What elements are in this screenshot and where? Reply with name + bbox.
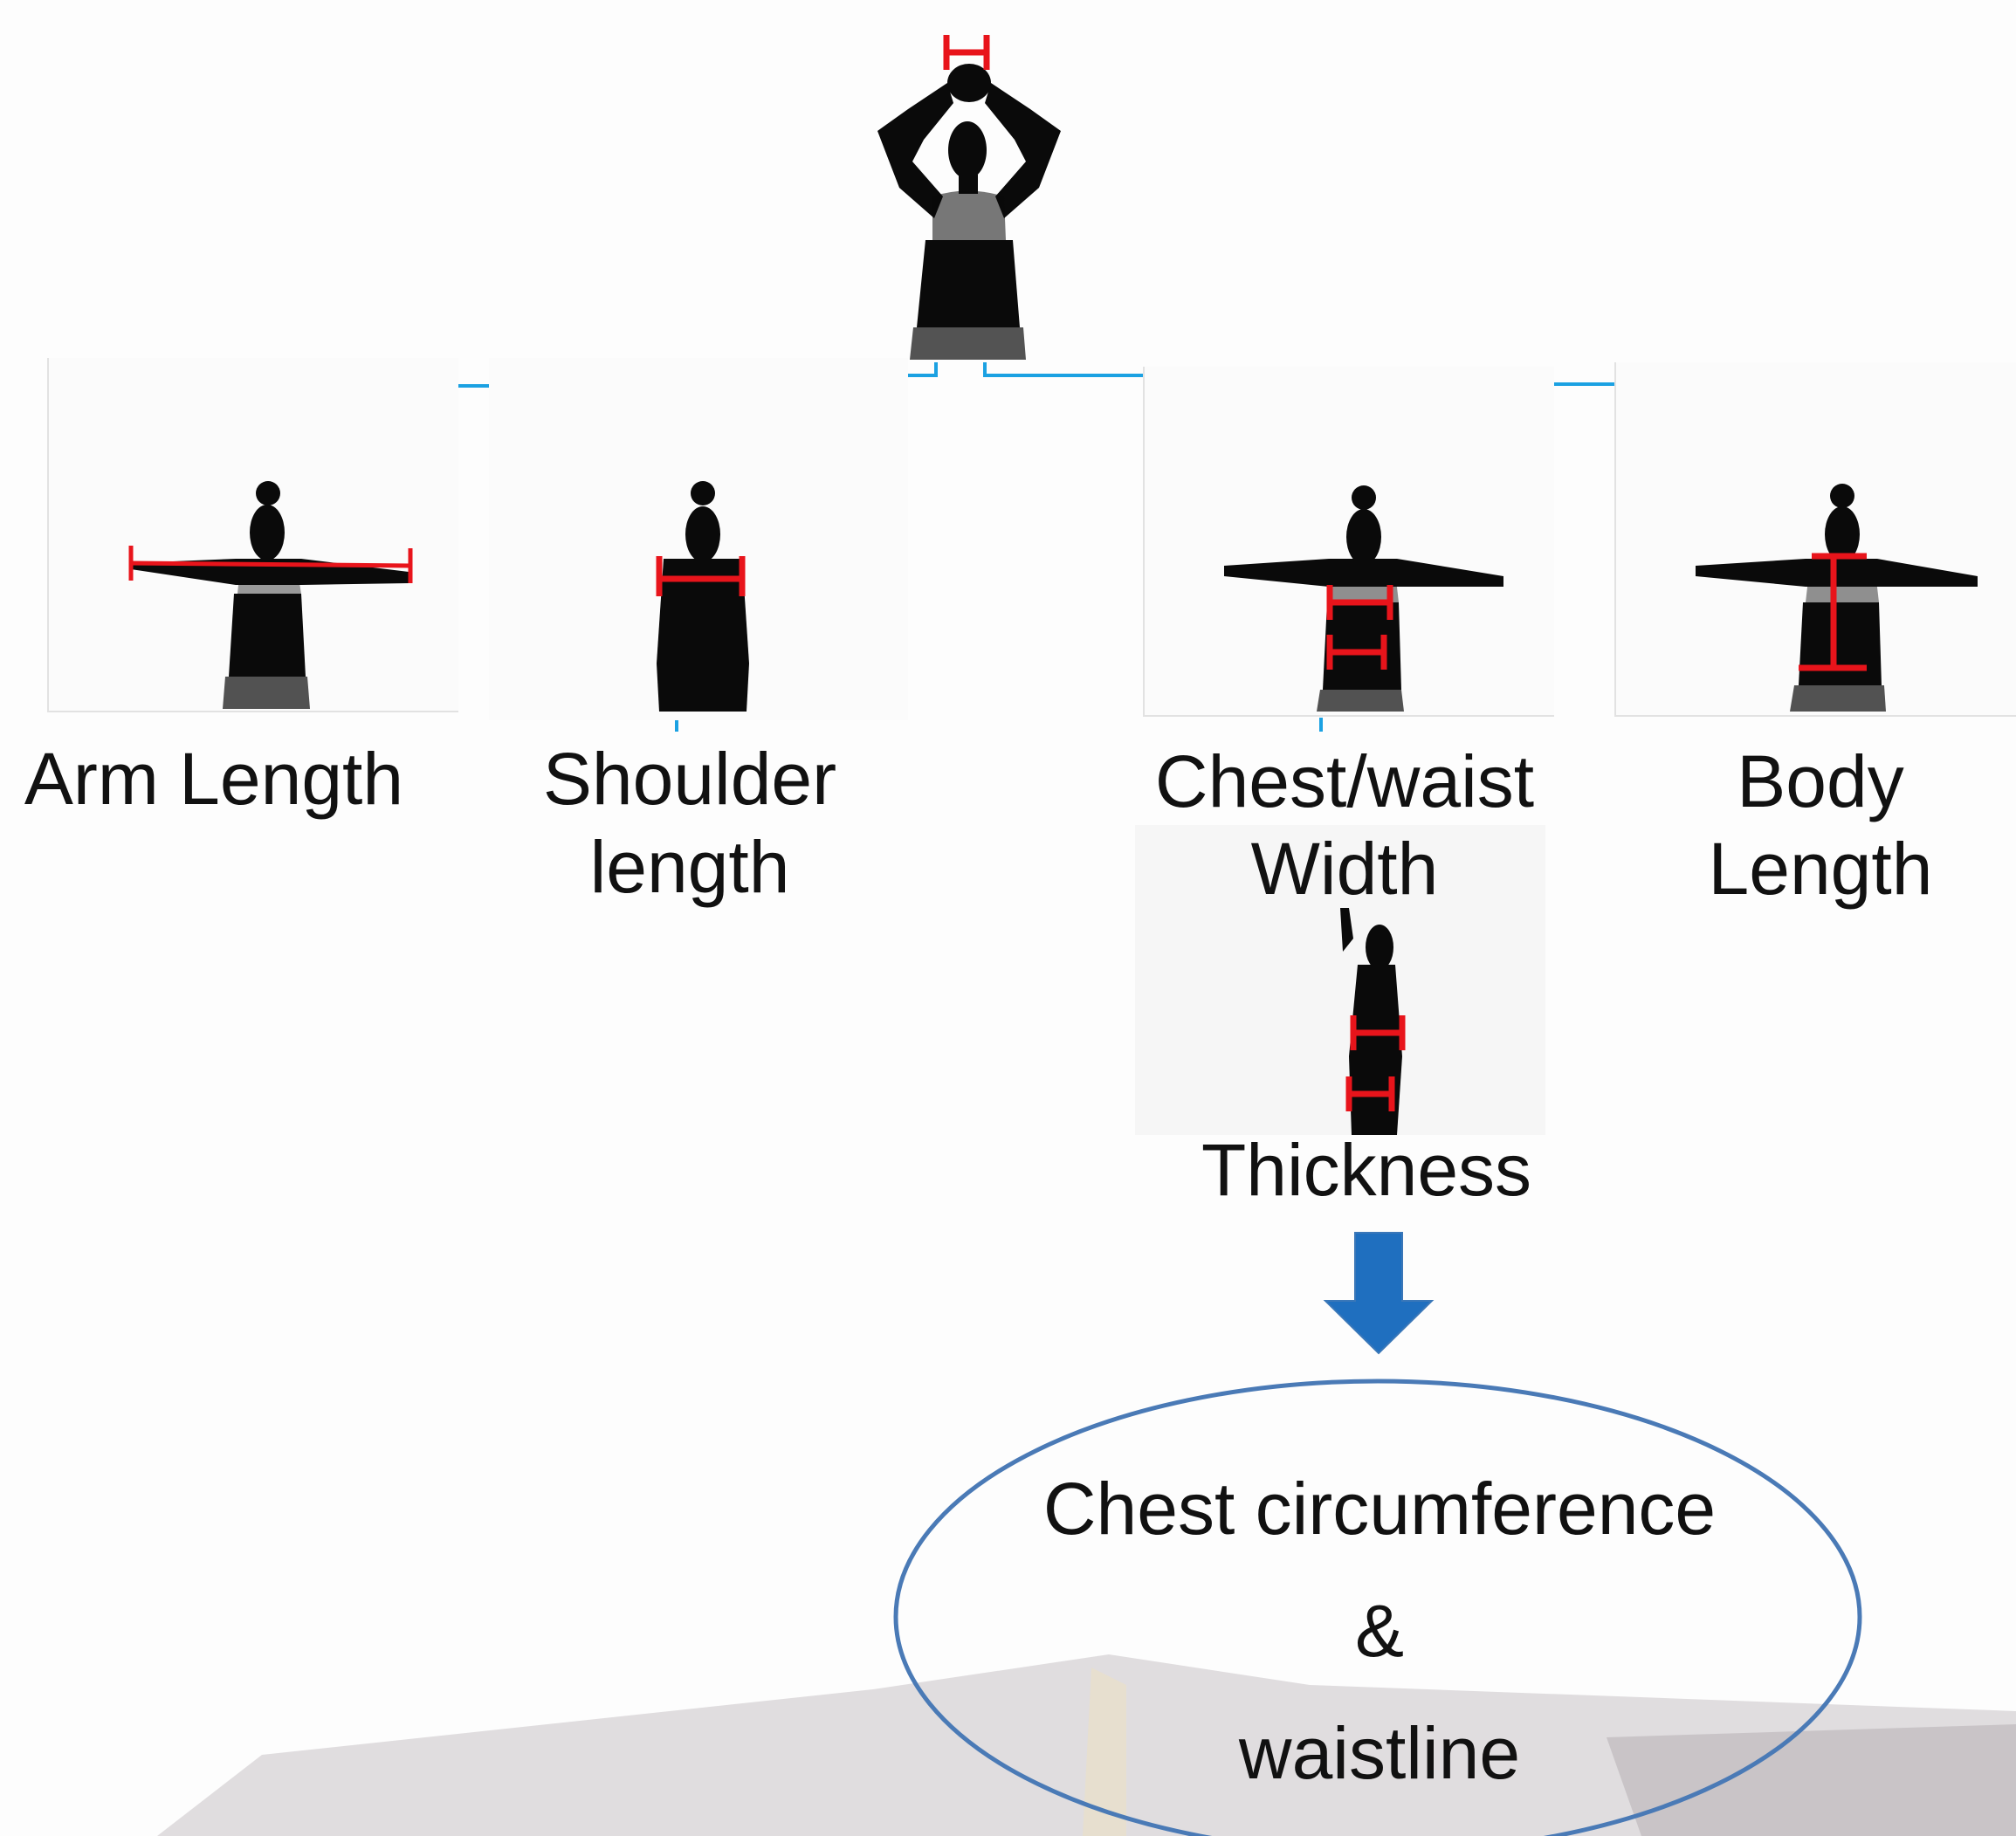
result-label-line1: Chest circumference xyxy=(1042,1468,1717,1550)
arm-length-measure xyxy=(128,546,413,583)
figure-arm-length xyxy=(131,481,409,709)
thickness-measure xyxy=(1345,1015,1406,1111)
label-body-length-line2: Length xyxy=(1708,828,1933,910)
figure-shoulder-length xyxy=(657,481,749,712)
body-length-measure xyxy=(1799,553,1867,671)
top-measure-marker xyxy=(943,35,990,70)
background-photo-shape xyxy=(157,1654,2016,1836)
label-chest-waist-line1: Chest/waist xyxy=(1154,740,1535,822)
label-shoulder-length-line2: length xyxy=(589,826,790,908)
figure-chest-waist xyxy=(1224,485,1503,712)
result-label-line2: & xyxy=(1354,1590,1405,1672)
label-shoulder-length-line1: Shoulder xyxy=(542,738,837,820)
figure-body-length xyxy=(1696,484,1978,712)
label-chest-waist-line2: Width xyxy=(1250,828,1439,910)
label-thickness: Thickness xyxy=(1201,1129,1532,1211)
result-ellipse xyxy=(893,1379,1862,1836)
chest-waist-measure xyxy=(1326,585,1393,670)
thickness-panel xyxy=(1135,825,1545,1135)
label-body-length-line1: Body xyxy=(1737,740,1904,822)
down-arrow xyxy=(1323,1232,1435,1355)
figure-arms-raised xyxy=(877,64,1061,360)
shoulder-length-measure xyxy=(656,556,746,596)
result-label-line3: waistline xyxy=(1238,1712,1521,1794)
label-arm-length: Arm Length xyxy=(24,738,404,820)
